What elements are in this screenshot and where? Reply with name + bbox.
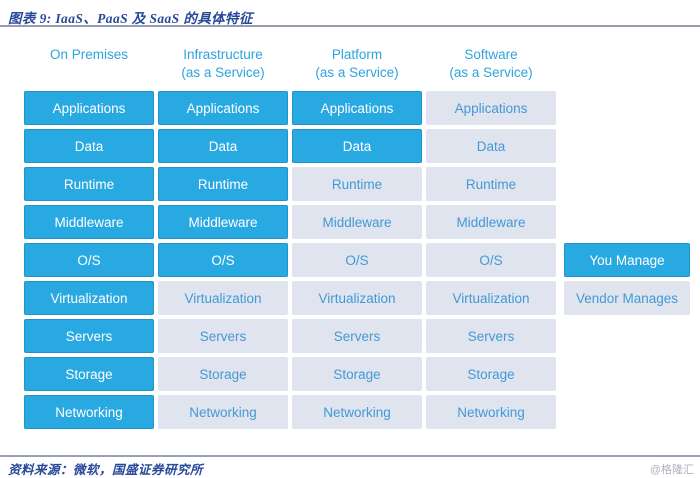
column-header-on-premises: On Premises bbox=[24, 43, 154, 87]
cell-on-premises-o-s: O/S bbox=[24, 243, 154, 277]
cell-software-servers: Servers bbox=[426, 319, 556, 353]
cell-software-virtualization: Virtualization bbox=[426, 281, 556, 315]
cell-platform-applications: Applications bbox=[292, 91, 422, 125]
watermark: @格隆汇 bbox=[649, 463, 694, 476]
cell-infrastructure-servers: Servers bbox=[158, 319, 288, 353]
column-header-sublabel: (as a Service) bbox=[449, 64, 533, 80]
cell-on-premises-servers: Servers bbox=[24, 319, 154, 353]
column-header-platform: Platform (as a Service) bbox=[292, 43, 422, 87]
cell-infrastructure-middleware: Middleware bbox=[158, 205, 288, 239]
column-header-infrastructure: Infrastructure (as a Service) bbox=[158, 43, 288, 87]
footer: 资料来源：微软，国盛证券研究所 @格隆汇 bbox=[0, 459, 700, 478]
cell-infrastructure-data: Data bbox=[158, 129, 288, 163]
cell-on-premises-storage: Storage bbox=[24, 357, 154, 391]
cell-on-premises-middleware: Middleware bbox=[24, 205, 154, 239]
cell-software-storage: Storage bbox=[426, 357, 556, 391]
cell-software-applications: Applications bbox=[426, 91, 556, 125]
cell-software-o-s: O/S bbox=[426, 243, 556, 277]
cell-platform-virtualization: Virtualization bbox=[292, 281, 422, 315]
cell-platform-middleware: Middleware bbox=[292, 205, 422, 239]
source-note: 资料来源：微软，国盛证券研究所 bbox=[8, 463, 204, 477]
legend-vendor: Vendor Manages bbox=[564, 281, 690, 315]
cell-on-premises-networking: Networking bbox=[24, 395, 154, 429]
column-header-software: Software (as a Service) bbox=[426, 43, 556, 87]
cell-infrastructure-runtime: Runtime bbox=[158, 167, 288, 201]
column-header-sublabel: (as a Service) bbox=[181, 64, 265, 80]
column-header-label: Software bbox=[464, 47, 518, 62]
legend-manage: You Manage bbox=[564, 243, 690, 277]
cell-infrastructure-applications: Applications bbox=[158, 91, 288, 125]
cell-platform-o-s: O/S bbox=[292, 243, 422, 277]
cell-on-premises-runtime: Runtime bbox=[24, 167, 154, 201]
cell-software-runtime: Runtime bbox=[426, 167, 556, 201]
cell-software-data: Data bbox=[426, 129, 556, 163]
cell-platform-servers: Servers bbox=[292, 319, 422, 353]
cell-platform-data: Data bbox=[292, 129, 422, 163]
title-divider bbox=[0, 25, 700, 27]
column-header-label: Platform bbox=[331, 47, 383, 62]
cell-on-premises-applications: Applications bbox=[24, 91, 154, 125]
cell-infrastructure-o-s: O/S bbox=[158, 243, 288, 277]
column-header-label: Infrastructure bbox=[183, 47, 263, 62]
column-header-sublabel: (as a Service) bbox=[315, 64, 399, 80]
cell-software-middleware: Middleware bbox=[426, 205, 556, 239]
cell-software-networking: Networking bbox=[426, 395, 556, 429]
cell-on-premises-data: Data bbox=[24, 129, 154, 163]
figure-title: 图表 9: IaaS、PaaS 及 SaaS 的具体特征 bbox=[8, 11, 253, 26]
cell-infrastructure-networking: Networking bbox=[158, 395, 288, 429]
cell-platform-networking: Networking bbox=[292, 395, 422, 429]
cell-platform-storage: Storage bbox=[292, 357, 422, 391]
cell-on-premises-virtualization: Virtualization bbox=[24, 281, 154, 315]
footer-divider bbox=[0, 455, 700, 457]
cell-platform-runtime: Runtime bbox=[292, 167, 422, 201]
cell-infrastructure-virtualization: Virtualization bbox=[158, 281, 288, 315]
column-header-label: On Premises bbox=[49, 47, 129, 62]
cell-infrastructure-storage: Storage bbox=[158, 357, 288, 391]
